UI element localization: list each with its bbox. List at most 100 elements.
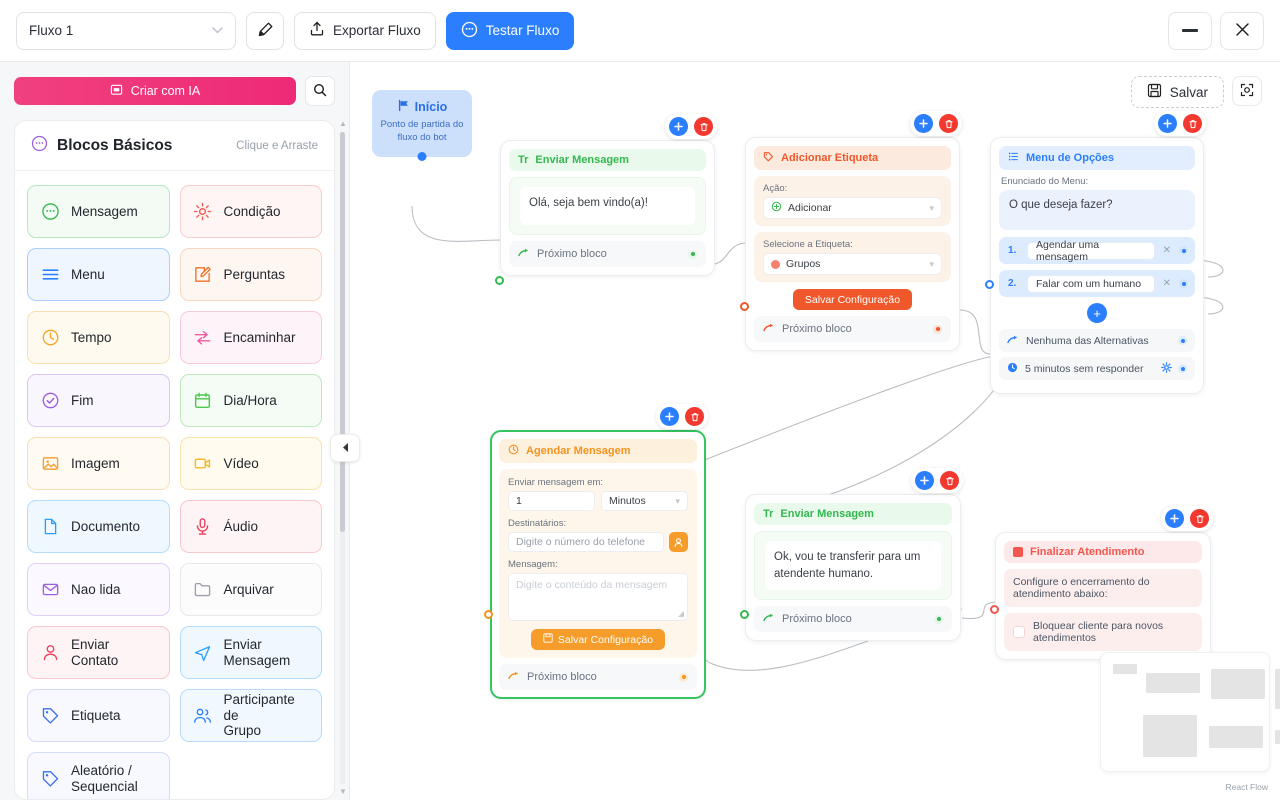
export-flow-button[interactable]: Exportar Fluxo bbox=[294, 11, 436, 50]
resize-grip-icon[interactable]: ◢ bbox=[677, 609, 684, 618]
block-enviar-contato[interactable]: Enviar Contato bbox=[27, 626, 170, 679]
fit-view-button[interactable] bbox=[1232, 76, 1262, 106]
edit-flow-button[interactable] bbox=[246, 11, 284, 50]
block-fim[interactable]: Fim bbox=[27, 374, 170, 427]
remove-option-icon[interactable]: ✕ bbox=[1162, 245, 1171, 256]
input-handle[interactable] bbox=[985, 277, 994, 292]
delete-node-button[interactable] bbox=[1190, 509, 1209, 528]
input-handle[interactable] bbox=[990, 602, 999, 617]
delete-node-button[interactable] bbox=[694, 117, 713, 136]
delete-node-button[interactable] bbox=[685, 407, 704, 426]
user-icon bbox=[40, 643, 60, 662]
node-header-label: Agendar Mensagem bbox=[526, 445, 631, 457]
scrollbar-thumb[interactable] bbox=[340, 132, 345, 532]
block-tempo[interactable]: Tempo bbox=[27, 311, 170, 364]
add-node-button[interactable] bbox=[1165, 509, 1184, 528]
menu-fallback-row[interactable]: Nenhuma das Alternativas bbox=[999, 329, 1195, 352]
message-textarea[interactable]: Digite o conteúdo da mensagem ◢ bbox=[508, 573, 688, 621]
flow-canvas[interactable]: Salvar bbox=[350, 62, 1280, 800]
block-perguntas[interactable]: Perguntas bbox=[179, 248, 322, 301]
when-unit-select[interactable]: Minutos ▾ bbox=[601, 491, 688, 511]
minimize-button[interactable] bbox=[1168, 11, 1212, 50]
add-node-button[interactable] bbox=[1158, 114, 1177, 133]
output-handle[interactable] bbox=[934, 614, 943, 624]
block-condi-o[interactable]: Condição bbox=[179, 185, 322, 238]
block-etiqueta[interactable]: Etiqueta bbox=[27, 689, 170, 742]
action-select[interactable]: Adicionar ▾ bbox=[763, 197, 942, 219]
node-toolbar bbox=[911, 468, 963, 493]
add-node-button[interactable] bbox=[660, 407, 679, 426]
input-handle[interactable] bbox=[740, 607, 749, 622]
block-dia-hora[interactable]: Dia/Hora bbox=[179, 374, 322, 427]
add-option-button[interactable]: + bbox=[1087, 303, 1107, 323]
option-input[interactable]: Falar com um humano bbox=[1027, 274, 1155, 293]
start-output-handle[interactable] bbox=[417, 151, 427, 161]
message-text[interactable]: Ok, vou te transferir para um atendente … bbox=[765, 541, 941, 591]
block-v-deo[interactable]: Vídeo bbox=[179, 437, 322, 490]
block-udio[interactable]: Áudio bbox=[179, 500, 322, 553]
output-handle[interactable] bbox=[1179, 246, 1188, 255]
output-handle[interactable] bbox=[1178, 364, 1187, 373]
block-participante-de-grupo[interactable]: Participante de Grupo bbox=[179, 689, 322, 742]
block-nao-lida[interactable]: Nao lida bbox=[27, 563, 170, 616]
pick-contact-button[interactable] bbox=[669, 532, 688, 552]
add-node-button[interactable] bbox=[914, 114, 933, 133]
node-add-tag[interactable]: Adicionar Etiqueta Ação: Adicionar ▾ bbox=[740, 111, 962, 351]
close-button[interactable] bbox=[1220, 11, 1264, 50]
create-with-ai-button[interactable]: Criar com IA bbox=[14, 77, 296, 105]
input-handle[interactable] bbox=[495, 273, 504, 288]
remove-option-icon[interactable]: ✕ bbox=[1162, 278, 1171, 289]
menu-prompt-value[interactable]: O que deseja fazer? bbox=[999, 190, 1195, 230]
save-button[interactable]: Salvar bbox=[1130, 76, 1224, 108]
block-imagem[interactable]: Imagem bbox=[27, 437, 170, 490]
when-value-input[interactable]: 1 bbox=[508, 491, 595, 511]
block-arquivar[interactable]: Arquivar bbox=[179, 563, 322, 616]
node-send-message-2[interactable]: Tr Enviar Mensagem Ok, vou te transferir… bbox=[740, 468, 963, 642]
add-node-button[interactable] bbox=[915, 471, 934, 490]
finish-block-option-row[interactable]: Bloquear cliente para novos atendimentos bbox=[1004, 613, 1202, 651]
output-handle[interactable] bbox=[679, 672, 688, 682]
block-menu[interactable]: Menu bbox=[27, 248, 170, 301]
node-send-message-1[interactable]: Tr Enviar Mensagem Olá, seja bem vindo(a… bbox=[495, 114, 717, 285]
menu-option-row[interactable]: 1.Agendar uma mensagem✕ bbox=[999, 237, 1195, 264]
delete-node-button[interactable] bbox=[1183, 114, 1202, 133]
save-config-label: Salvar Configuração bbox=[557, 633, 654, 646]
block-encaminhar[interactable]: Encaminhar bbox=[179, 311, 322, 364]
block-enviar-mensagem[interactable]: Enviar Mensagem bbox=[179, 626, 322, 679]
block-mensagem[interactable]: Mensagem bbox=[27, 185, 170, 238]
save-config-button[interactable]: Salvar Configuração bbox=[792, 289, 913, 310]
recipients-input[interactable]: Digite o número do telefone bbox=[508, 532, 664, 552]
block-aleat-rio-sequencial[interactable]: Aleatório / Sequencial bbox=[27, 752, 170, 799]
search-blocks-button[interactable] bbox=[305, 76, 335, 106]
input-handle[interactable] bbox=[740, 299, 749, 314]
input-handle[interactable] bbox=[484, 607, 493, 622]
node-finish-service[interactable]: Finalizar Atendimento Configure o encerr… bbox=[990, 506, 1213, 660]
option-input[interactable]: Agendar uma mensagem bbox=[1027, 239, 1155, 263]
node-menu-options[interactable]: Menu de Opções Enunciado do Menu: O que … bbox=[985, 111, 1206, 394]
delete-node-button[interactable] bbox=[940, 471, 959, 490]
menu-timeout-row[interactable]: 5 minutos sem responder bbox=[999, 357, 1195, 380]
node-start[interactable]: Início Ponto de partida do fluxo do bot bbox=[372, 90, 472, 161]
minimap-node bbox=[1275, 730, 1280, 744]
test-flow-button[interactable]: Testar Fluxo bbox=[445, 11, 575, 50]
flow-select[interactable]: Fluxo 1 bbox=[16, 11, 236, 50]
block-documento[interactable]: Documento bbox=[27, 500, 170, 553]
save-config-button[interactable]: Salvar Configuração bbox=[530, 629, 666, 650]
gear-icon[interactable] bbox=[1161, 361, 1172, 376]
collapse-sidebar-button[interactable] bbox=[330, 434, 360, 462]
menu-option-row[interactable]: 2.Falar com um humano✕ bbox=[999, 270, 1195, 297]
output-handle[interactable] bbox=[1178, 336, 1187, 345]
message-text[interactable]: Olá, seja bem vindo(a)! bbox=[520, 187, 695, 225]
scroll-down-arrow[interactable]: ▼ bbox=[339, 787, 347, 796]
output-handle[interactable] bbox=[688, 249, 697, 259]
output-handle[interactable] bbox=[933, 324, 942, 334]
delete-node-button[interactable] bbox=[939, 114, 958, 133]
block-client-checkbox[interactable] bbox=[1013, 626, 1025, 638]
node-schedule-message[interactable]: Agendar Mensagem Enviar mensagem em: 1 M… bbox=[484, 404, 708, 699]
tag-select[interactable]: Grupos ▾ bbox=[763, 253, 942, 275]
output-handle[interactable] bbox=[1179, 279, 1188, 288]
scroll-up-arrow[interactable]: ▲ bbox=[339, 119, 347, 128]
add-node-button[interactable] bbox=[669, 117, 688, 136]
node-card: Menu de Opções Enunciado do Menu: O que … bbox=[990, 137, 1204, 394]
minimap[interactable] bbox=[1100, 652, 1280, 772]
